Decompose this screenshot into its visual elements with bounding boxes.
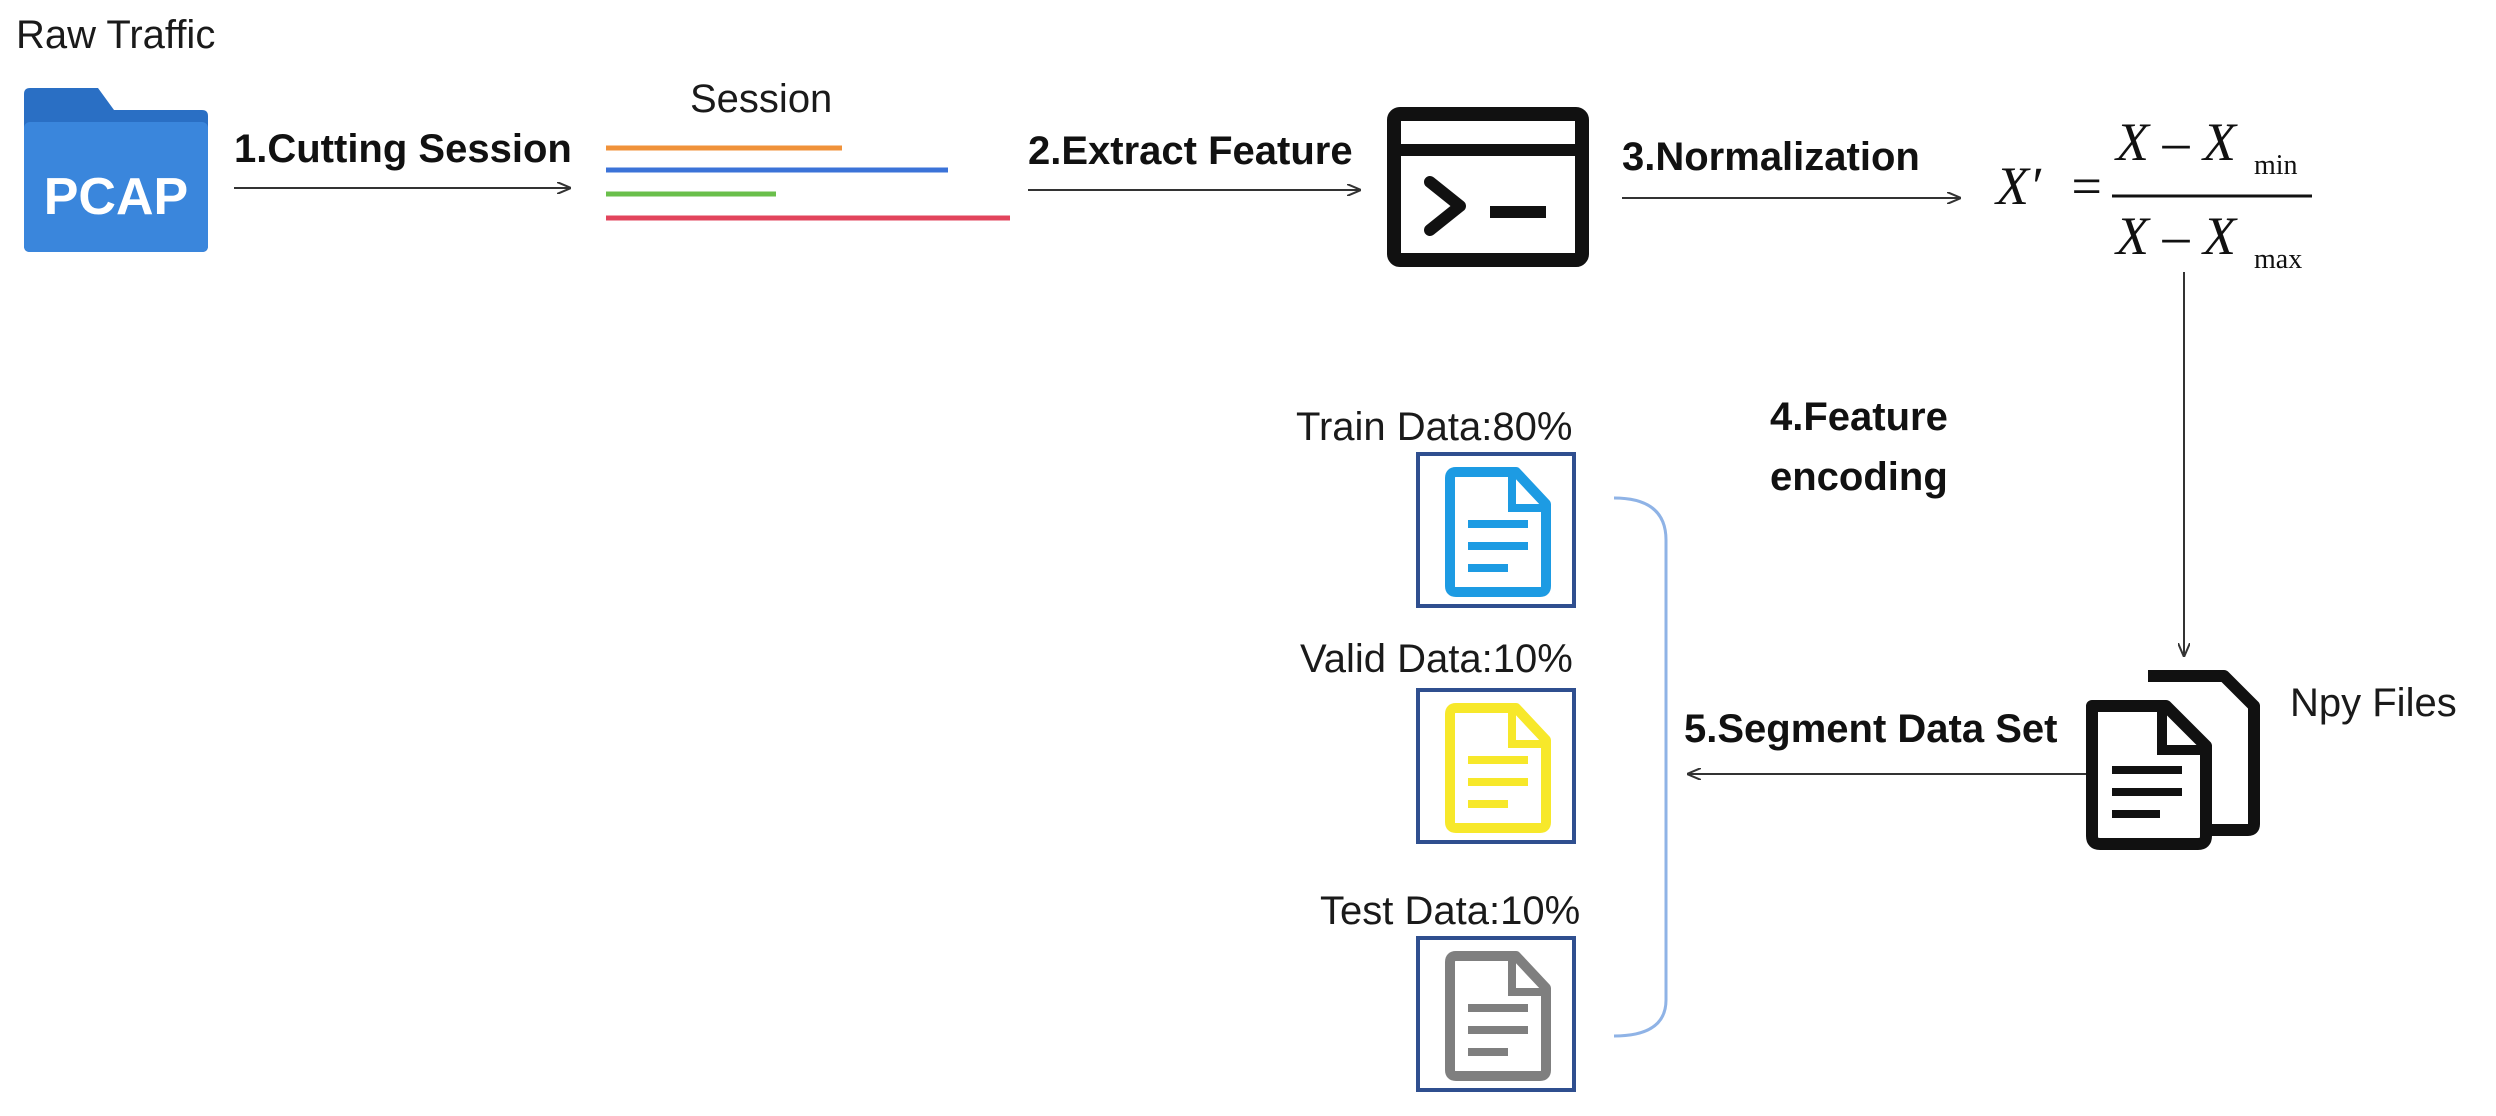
formula-numerator: X – X xyxy=(2114,112,2238,172)
dataset-test: Test Data:10% xyxy=(1320,889,1580,1092)
dataset-bracket xyxy=(1613,496,1668,1038)
session-label: Session xyxy=(690,77,832,121)
document-icon xyxy=(1445,951,1551,1081)
normalization-formula: X′ = X – X min X – X max xyxy=(1994,112,2312,275)
formula-numerator-sub: min xyxy=(2254,150,2298,181)
test-data-label: Test Data:10% xyxy=(1320,889,1580,933)
formula-lhs: X′ xyxy=(1994,156,2042,216)
session-lines xyxy=(606,145,1010,221)
step-4-label-line1: 4.Feature xyxy=(1770,395,1948,439)
step-3-label: 3.Normalization xyxy=(1622,135,1920,179)
document-icon xyxy=(1445,467,1551,597)
npy-files-label: Npy Files xyxy=(2290,681,2457,725)
stacked-files-icon xyxy=(2086,670,2260,850)
formula-equals: = xyxy=(2068,156,2104,216)
train-data-label: Train Data:80% xyxy=(1296,405,1572,449)
folder-icon: PCAP xyxy=(24,88,208,252)
step-4-label-line2: encoding xyxy=(1770,455,1948,499)
pcap-icon-text: PCAP xyxy=(44,168,188,226)
step-1-label: 1.Cutting Session xyxy=(234,127,572,171)
formula-denominator-sub: max xyxy=(2254,244,2302,275)
dataset-valid: Valid Data:10% xyxy=(1300,637,1576,844)
document-icon xyxy=(1445,703,1551,833)
dataset-train: Train Data:80% xyxy=(1296,405,1576,608)
valid-data-label: Valid Data:10% xyxy=(1300,637,1573,681)
raw-traffic-label: Raw Traffic xyxy=(16,13,215,57)
formula-denominator: X – X xyxy=(2114,206,2238,266)
step-5-label: 5.Segment Data Set xyxy=(1684,707,2057,751)
step-2-label: 2.Extract Feature xyxy=(1028,129,1353,173)
terminal-icon xyxy=(1387,107,1589,267)
